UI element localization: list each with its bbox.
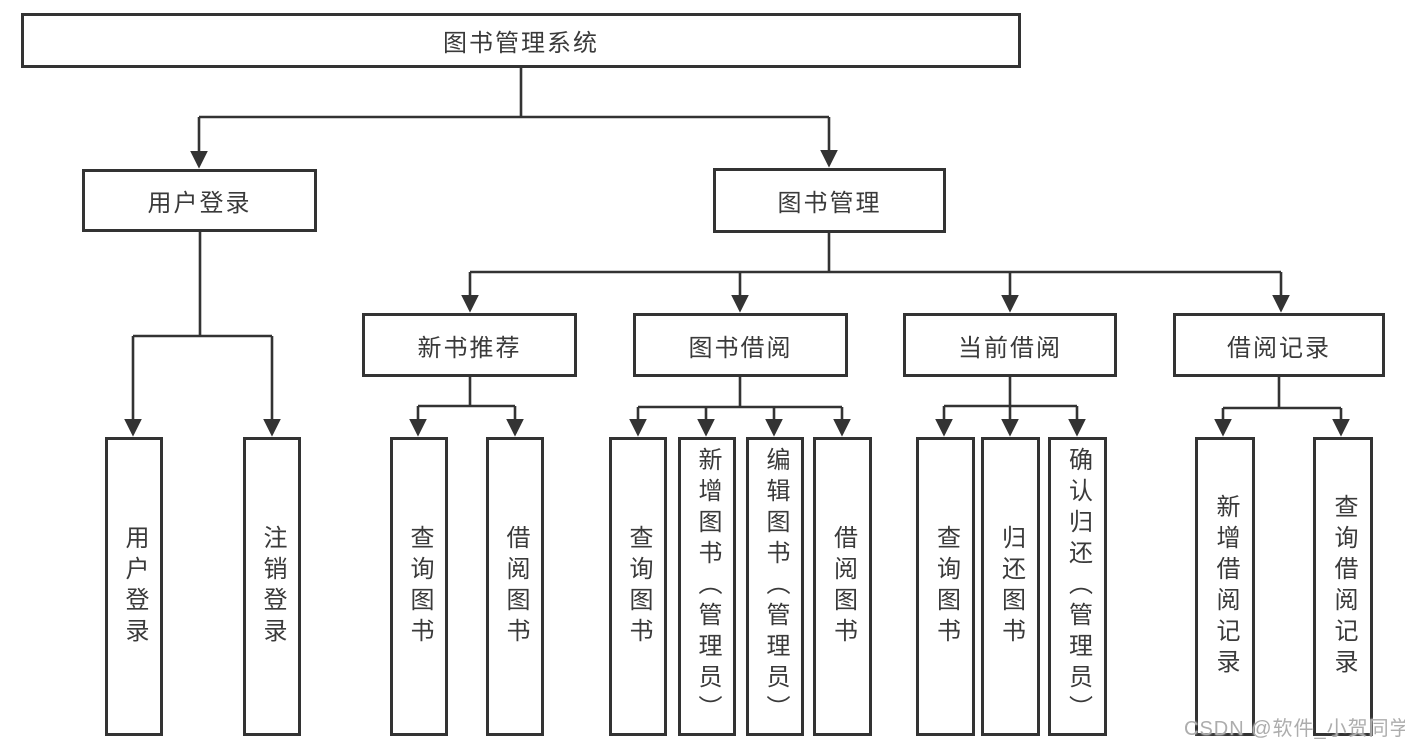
node-book-management-label: 图书管理 — [777, 190, 882, 217]
node-leaf-logout: 注销登录 — [243, 437, 301, 736]
node-leaf-query-book-3-label: 查询图书 — [932, 524, 960, 649]
node-leaf-return-book-label: 归还图书 — [997, 524, 1025, 649]
node-leaf-add-book-admin: 新增图书（管理员） — [678, 437, 736, 736]
node-leaf-user-login: 用户登录 — [105, 437, 163, 736]
node-leaf-query-borrow-record: 查询借阅记录 — [1313, 437, 1373, 736]
node-borrow-records: 借阅记录 — [1173, 313, 1385, 377]
node-leaf-confirm-return-admin-label: 确认归还（管理员） — [1064, 447, 1092, 726]
node-leaf-query-borrow-record-label: 查询借阅记录 — [1330, 493, 1357, 680]
node-new-book-recommend-label: 新书推荐 — [417, 334, 522, 362]
node-root-label: 图书管理系统 — [443, 30, 599, 57]
node-book-borrow: 图书借阅 — [633, 313, 848, 377]
node-leaf-query-book-2: 查询图书 — [609, 437, 667, 736]
node-borrow-records-label: 借阅记录 — [1227, 334, 1331, 362]
node-leaf-return-book: 归还图书 — [981, 437, 1040, 736]
node-leaf-add-book-admin-label: 新增图书（管理员） — [694, 447, 721, 726]
node-leaf-user-login-label: 用户登录 — [121, 524, 148, 649]
connector-group — [124, 68, 1350, 437]
node-leaf-borrow-book-2-label: 借阅图书 — [829, 524, 857, 649]
node-book-management: 图书管理 — [713, 168, 946, 233]
node-leaf-add-borrow-record-label: 新增借阅记录 — [1212, 493, 1239, 680]
csdn-watermark: CSDN @软件_小贺同学 — [1184, 718, 1405, 740]
node-leaf-confirm-return-admin: 确认归还（管理员） — [1048, 437, 1107, 736]
node-current-borrow-label: 当前借阅 — [958, 334, 1062, 362]
node-leaf-edit-book-admin-label: 编辑图书（管理员） — [762, 447, 789, 726]
node-user-login-label: 用户登录 — [147, 190, 252, 217]
node-leaf-borrow-book-1: 借阅图书 — [486, 437, 544, 736]
node-user-login: 用户登录 — [82, 169, 317, 232]
node-leaf-borrow-book-1-label: 借阅图书 — [502, 524, 529, 649]
node-leaf-borrow-book-2: 借阅图书 — [813, 437, 872, 736]
node-leaf-edit-book-admin: 编辑图书（管理员） — [746, 437, 804, 736]
node-new-book-recommend: 新书推荐 — [362, 313, 577, 377]
node-root: 图书管理系统 — [21, 13, 1021, 68]
node-leaf-add-borrow-record: 新增借阅记录 — [1195, 437, 1255, 736]
node-leaf-query-book-1-label: 查询图书 — [406, 524, 433, 649]
node-leaf-query-book-1: 查询图书 — [390, 437, 448, 736]
node-leaf-query-book-2-label: 查询图书 — [625, 524, 652, 649]
node-leaf-logout-label: 注销登录 — [259, 524, 286, 649]
node-current-borrow: 当前借阅 — [903, 313, 1117, 377]
node-book-borrow-label: 图书借阅 — [688, 334, 793, 362]
node-leaf-query-book-3: 查询图书 — [916, 437, 975, 736]
